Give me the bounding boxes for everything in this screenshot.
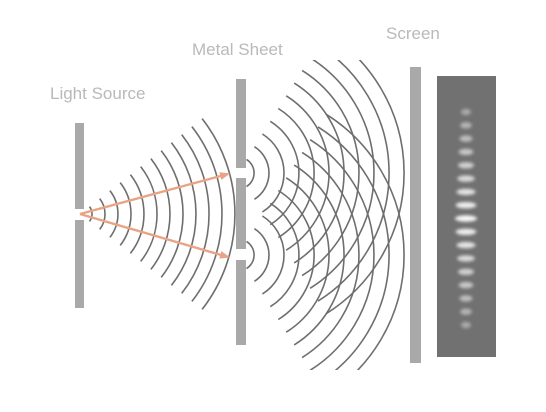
bright-fringe	[458, 162, 474, 169]
light-source-wall-top	[75, 123, 84, 209]
metal-sheet-label: Metal Sheet	[192, 40, 283, 59]
slit-wavefront	[285, 95, 330, 251]
slit-wavefront	[253, 228, 270, 282]
bright-fringe	[461, 108, 471, 116]
slit-wavefront	[293, 82, 345, 264]
light-source-slit-notch	[75, 209, 84, 220]
source-wavefront	[160, 150, 184, 278]
source-wavefront	[150, 158, 171, 270]
bright-fringe	[460, 122, 472, 129]
slit-wavefront	[301, 151, 360, 359]
bright-fringe	[455, 215, 477, 222]
light-source-wall	[75, 123, 84, 308]
bright-fringe	[455, 202, 477, 209]
slit-wavefront	[246, 158, 255, 188]
bright-fringe	[455, 228, 477, 235]
source-wavefront	[140, 166, 158, 262]
source-wavefront	[109, 190, 119, 238]
metal-sheet-wall	[236, 79, 246, 345]
slit-wavefront	[317, 126, 390, 370]
light-source-wall-bottom	[75, 220, 84, 308]
source-wavefront	[88, 206, 93, 222]
slit-wavefront	[246, 240, 255, 270]
fringe-group	[455, 108, 477, 329]
slit-wavefront	[309, 139, 375, 370]
bright-fringe	[458, 268, 474, 275]
bright-fringe	[457, 175, 475, 182]
source-wavefront	[170, 142, 197, 286]
bright-fringe	[460, 308, 472, 315]
source-wavefront	[99, 198, 106, 230]
source-wavefront	[181, 134, 210, 294]
slit-wavefront	[261, 133, 285, 213]
light-source-label: Light Source	[50, 84, 146, 103]
bright-fringe	[457, 255, 475, 262]
bright-fringe	[459, 295, 473, 302]
slit-wavefront	[261, 215, 285, 295]
slit-wavefront	[317, 60, 390, 302]
bright-fringe	[458, 281, 474, 289]
slit-wavefront	[269, 202, 300, 308]
slit-wavefront	[309, 60, 375, 289]
slit-wavefront	[325, 113, 405, 370]
slit-wavefront	[277, 107, 315, 239]
source-wavefront	[191, 126, 223, 302]
bright-fringe	[456, 241, 476, 249]
slit-wavefront	[285, 177, 330, 333]
source-wavefront	[129, 174, 145, 254]
slit-wavefront	[253, 146, 270, 200]
light-rays	[79, 172, 230, 259]
metal-sheet-segment-middle	[236, 178, 246, 249]
bright-fringe	[458, 148, 474, 156]
metal-sheet-segment-top	[236, 79, 246, 168]
slit-wavefront	[293, 164, 345, 346]
source-wavefronts	[88, 118, 236, 310]
source-wavefront	[201, 118, 236, 310]
slit-wavefront	[277, 189, 315, 321]
source-wavefront	[119, 182, 132, 246]
ray-to-lower-slit	[79, 212, 230, 259]
bright-fringe	[459, 135, 473, 142]
metal-sheet-segment-bottom	[236, 260, 246, 345]
slit-wavefront	[301, 69, 360, 277]
ray-to-upper-slit	[79, 172, 230, 216]
screen-label: Screen	[386, 24, 440, 43]
slit-wavefronts	[246, 60, 405, 370]
interference-pattern	[437, 76, 496, 357]
slit-wavefront	[325, 60, 405, 315]
bright-fringe	[461, 321, 471, 329]
bright-fringe	[456, 188, 476, 196]
screen-wall	[410, 67, 421, 363]
